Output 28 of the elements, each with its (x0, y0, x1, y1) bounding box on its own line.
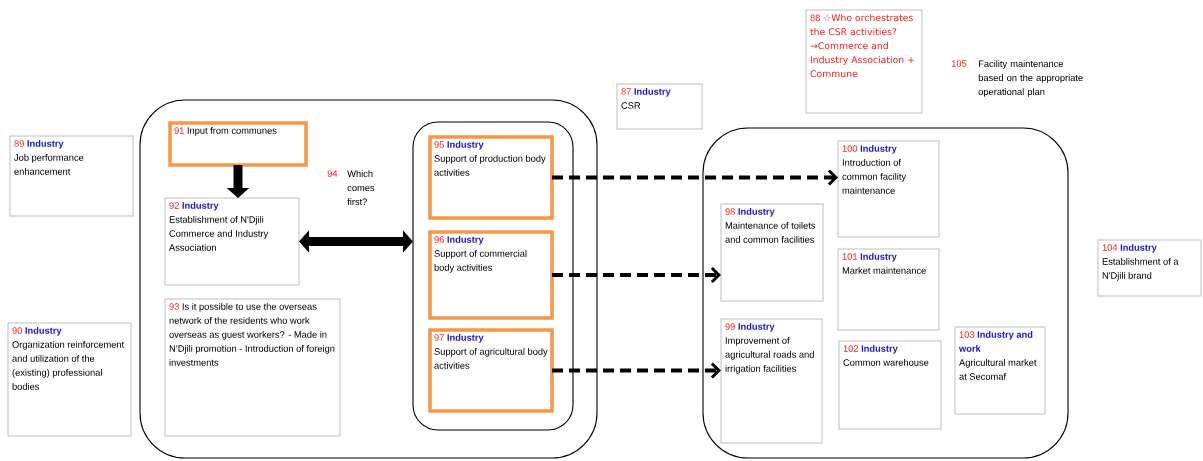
text-box: 92 Industry Establishment of N'Djili Commerce and Industry Association (164, 197, 300, 286)
arrow (299, 230, 413, 253)
text-box: 90 Industry Organization reinforcement and utilization of the (existing) professional bodies (7, 322, 132, 437)
text-box: 89 Industry Job performance enhancement (9, 135, 134, 217)
text-box: 99 Industry Improvement of agricultural roads and irrigation facilities (720, 318, 823, 444)
text-box: 100 Industry Introduction of common facility maintenance (837, 140, 940, 238)
arrow (552, 362, 721, 379)
group-container (702, 127, 1069, 459)
highlighted-box: 97 Industry Support of agricultural body activities (428, 328, 554, 413)
note-text: Which comes first? (347, 170, 375, 206)
text-box: 102 Industry Common warehouse (838, 340, 942, 430)
text-box: 93 Is it possible to use the overseas network of the residents who work overseas as guest workers? - Made in N’Djili promotion - Introduction of foreign investments (164, 298, 341, 437)
group-container (139, 99, 598, 459)
text-box: 103 Industry and work Agricultural market at Secomaf (954, 326, 1046, 415)
note-number: 94 (327, 170, 338, 177)
text-box: 101 Industry Market maintenance (837, 248, 940, 331)
question-box: 88 ☆Who orchestrates the CSR activities? →Commerce and Industry Association + Commune (805, 9, 923, 114)
group-container (412, 121, 574, 431)
highlighted-box: 95 Industry Support of production body activities (428, 135, 554, 220)
highlighted-box: 91 Input from communes (168, 121, 308, 167)
note-text: Facility maintenance based on the appropriate operational plan (978, 60, 1083, 97)
text-box: 104 Industry Establishment of a N'Djili brand (1097, 239, 1202, 297)
text-box: 87 Industry CSR (616, 83, 703, 130)
note-number: 105 (951, 60, 967, 67)
arrow (552, 169, 838, 186)
text-box: 98 Industry Maintenance of toilets and common facilities (720, 203, 824, 302)
highlighted-box: 96 Industry Support of commercial body activities (428, 230, 554, 320)
arrow (552, 266, 721, 284)
